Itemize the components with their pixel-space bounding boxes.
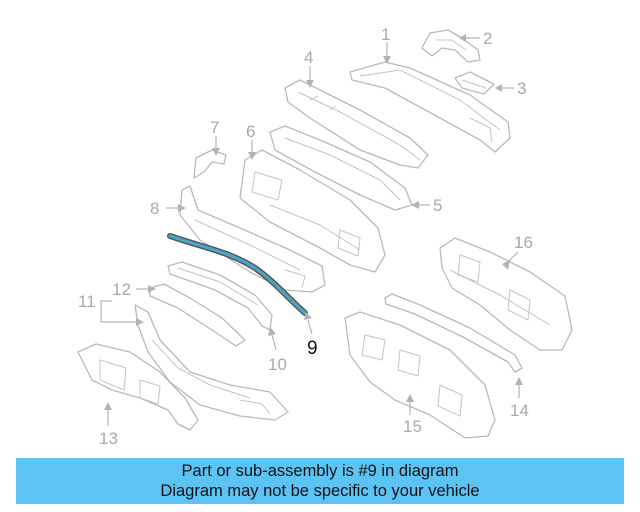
caption-banner: Part or sub-assembly is #9 in diagram Di…: [16, 458, 624, 504]
part-7-bracket[interactable]: [193, 149, 227, 179]
callout-2: 2: [483, 29, 492, 48]
part-11-side-panel[interactable]: [134, 304, 289, 421]
part-13-lower-panel[interactable]: [77, 343, 199, 431]
part-9-seal-highlighted[interactable]: [167, 233, 308, 316]
part-1-cowl-panel[interactable]: [349, 61, 511, 153]
part-2-bracket[interactable]: [421, 29, 481, 63]
callout-9: 9: [307, 338, 318, 359]
callout-16: 16: [514, 233, 533, 252]
part-3-plate[interactable]: [454, 71, 495, 95]
part-6-dash-panel[interactable]: [239, 149, 386, 273]
part-14-rod[interactable]: [384, 293, 523, 373]
callout-6: 6: [246, 122, 255, 141]
caption-line-1: Part or sub-assembly is #9 in diagram: [181, 462, 459, 480]
callout-labels: 1 2 3 4 5 6 7 8 9 10 11 12 13 14 15 16: [78, 25, 533, 448]
callout-7: 7: [210, 118, 219, 137]
part-8-panel[interactable]: [179, 185, 326, 293]
leader-lines: [100, 34, 523, 426]
callout-3: 3: [517, 79, 526, 98]
callout-8: 8: [150, 199, 159, 218]
callout-13: 13: [99, 429, 118, 448]
part-12-panel[interactable]: [149, 283, 246, 347]
part-15-dash-lower[interactable]: [344, 311, 496, 439]
callout-11: 11: [78, 292, 96, 311]
callout-12: 12: [112, 280, 131, 299]
caption-line-2: Diagram may not be specific to your vehi…: [160, 482, 480, 500]
callout-4: 4: [304, 48, 313, 67]
callout-1: 1: [381, 25, 390, 44]
callout-5: 5: [433, 196, 442, 215]
part-16-right-panel[interactable]: [439, 237, 573, 351]
callout-15: 15: [403, 417, 422, 436]
part-4-upper-cowl[interactable]: [284, 79, 429, 169]
callout-10: 10: [268, 355, 287, 374]
parts-diagram: 1 2 3 4 5 6 7 8 9 10 11 12 13 14 15 16: [77, 25, 573, 448]
callout-14: 14: [510, 401, 529, 420]
